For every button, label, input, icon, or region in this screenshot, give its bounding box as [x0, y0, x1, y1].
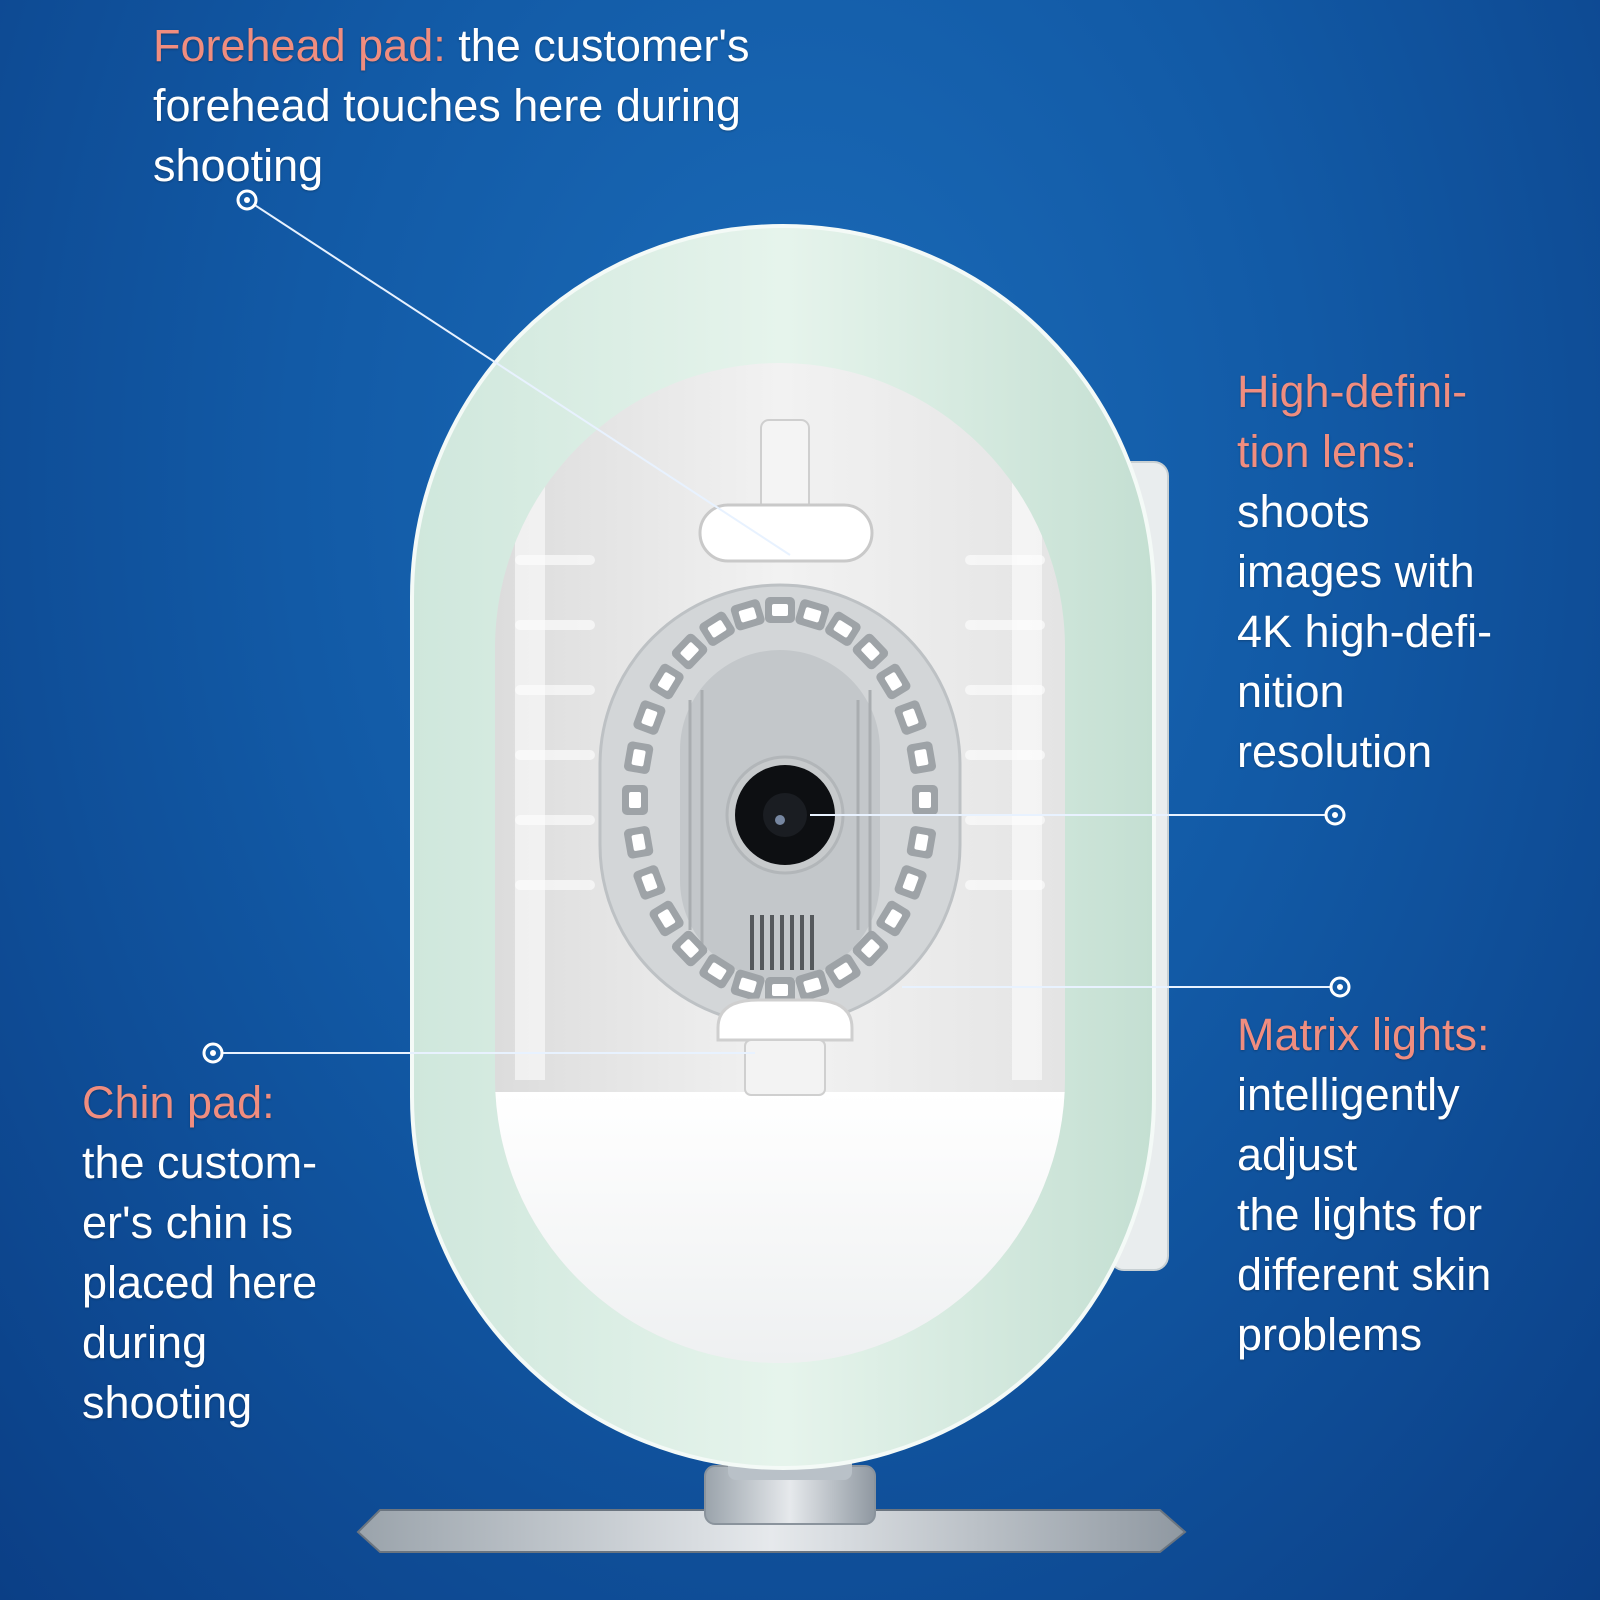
lens-callout-line: resolution [1237, 726, 1433, 777]
lens-callout: High-defini- tion lens: shoots images wi… [1237, 362, 1492, 782]
matrix-callout-line: problems [1237, 1309, 1423, 1360]
chin-callout-line: shooting [82, 1377, 253, 1428]
matrix-light [906, 826, 937, 859]
matrix-light [699, 954, 735, 989]
chin-pad [716, 998, 854, 1096]
chin-callout-line: during [82, 1317, 208, 1368]
matrix-light [623, 741, 654, 774]
forehead-callout-title: Forehead pad: [153, 20, 446, 71]
matrix-light [825, 954, 861, 989]
forehead-callout-first-line: Forehead pad: the customer's [153, 16, 749, 76]
matrix-light [649, 900, 684, 937]
matrix-callout-line: intelligently [1237, 1069, 1460, 1120]
matrix-light [894, 700, 927, 735]
matrix-light [623, 826, 654, 859]
chin-callout-line: er's chin is [82, 1197, 294, 1248]
matrix-light [906, 741, 937, 774]
matrix-light [876, 663, 911, 700]
matrix-lights-callout: Matrix lights: intelligently adjust the … [1237, 1005, 1491, 1365]
chin-callout-title: Chin pad: [82, 1077, 275, 1128]
matrix-light [852, 633, 889, 670]
lens-callout-line: shoots [1237, 486, 1370, 537]
lens-callout-line: 4K high-defi- [1237, 606, 1493, 657]
lens-callout-title: tion lens: [1237, 426, 1418, 477]
matrix-light [795, 969, 830, 1001]
matrix-light [622, 785, 648, 815]
forehead-callout-line: forehead touches here during [153, 80, 741, 131]
chin-callout-line: placed here [82, 1257, 318, 1308]
matrix-light [825, 611, 861, 646]
matrix-light [633, 700, 666, 735]
forehead-callout-line: shooting [153, 140, 324, 191]
matrix-light [699, 611, 735, 646]
matrix-light [633, 865, 666, 900]
matrix-light [649, 663, 684, 700]
matrix-callout-line: the lights for [1237, 1189, 1483, 1240]
leader-lines [213, 199, 1340, 1054]
leader-marker-dots [210, 197, 1343, 1056]
matrix-light [671, 930, 708, 967]
camera-lens [725, 755, 845, 875]
matrix-light [912, 785, 938, 815]
lens-callout-line: images with [1237, 546, 1475, 597]
matrix-lights [622, 597, 938, 1003]
forehead-callout-first-line-text: the customer's [445, 20, 750, 71]
matrix-light [730, 599, 765, 631]
matrix-light [765, 597, 795, 623]
matrix-light [876, 900, 911, 937]
chin-callout-line: the custom- [82, 1137, 318, 1188]
forehead-leader-line [246, 199, 791, 556]
matrix-callout-line: adjust [1237, 1129, 1358, 1180]
matrix-callout-line: different skin [1237, 1249, 1492, 1300]
matrix-light [852, 930, 889, 967]
matrix-light [671, 633, 708, 670]
matrix-light [765, 977, 795, 1003]
matrix-light [730, 969, 765, 1001]
matrix-light [795, 599, 830, 631]
matrix-callout-title: Matrix lights: [1237, 1009, 1490, 1060]
forehead-pad [698, 419, 874, 563]
lens-callout-line: nition [1237, 666, 1345, 717]
forehead-pad-callout: Forehead pad: the customer's forehead to… [153, 16, 749, 196]
chin-pad-callout: Chin pad: the custom- er's chin is place… [82, 1073, 317, 1433]
matrix-light [894, 865, 927, 900]
lens-callout-title: High-defini- [1237, 366, 1468, 417]
